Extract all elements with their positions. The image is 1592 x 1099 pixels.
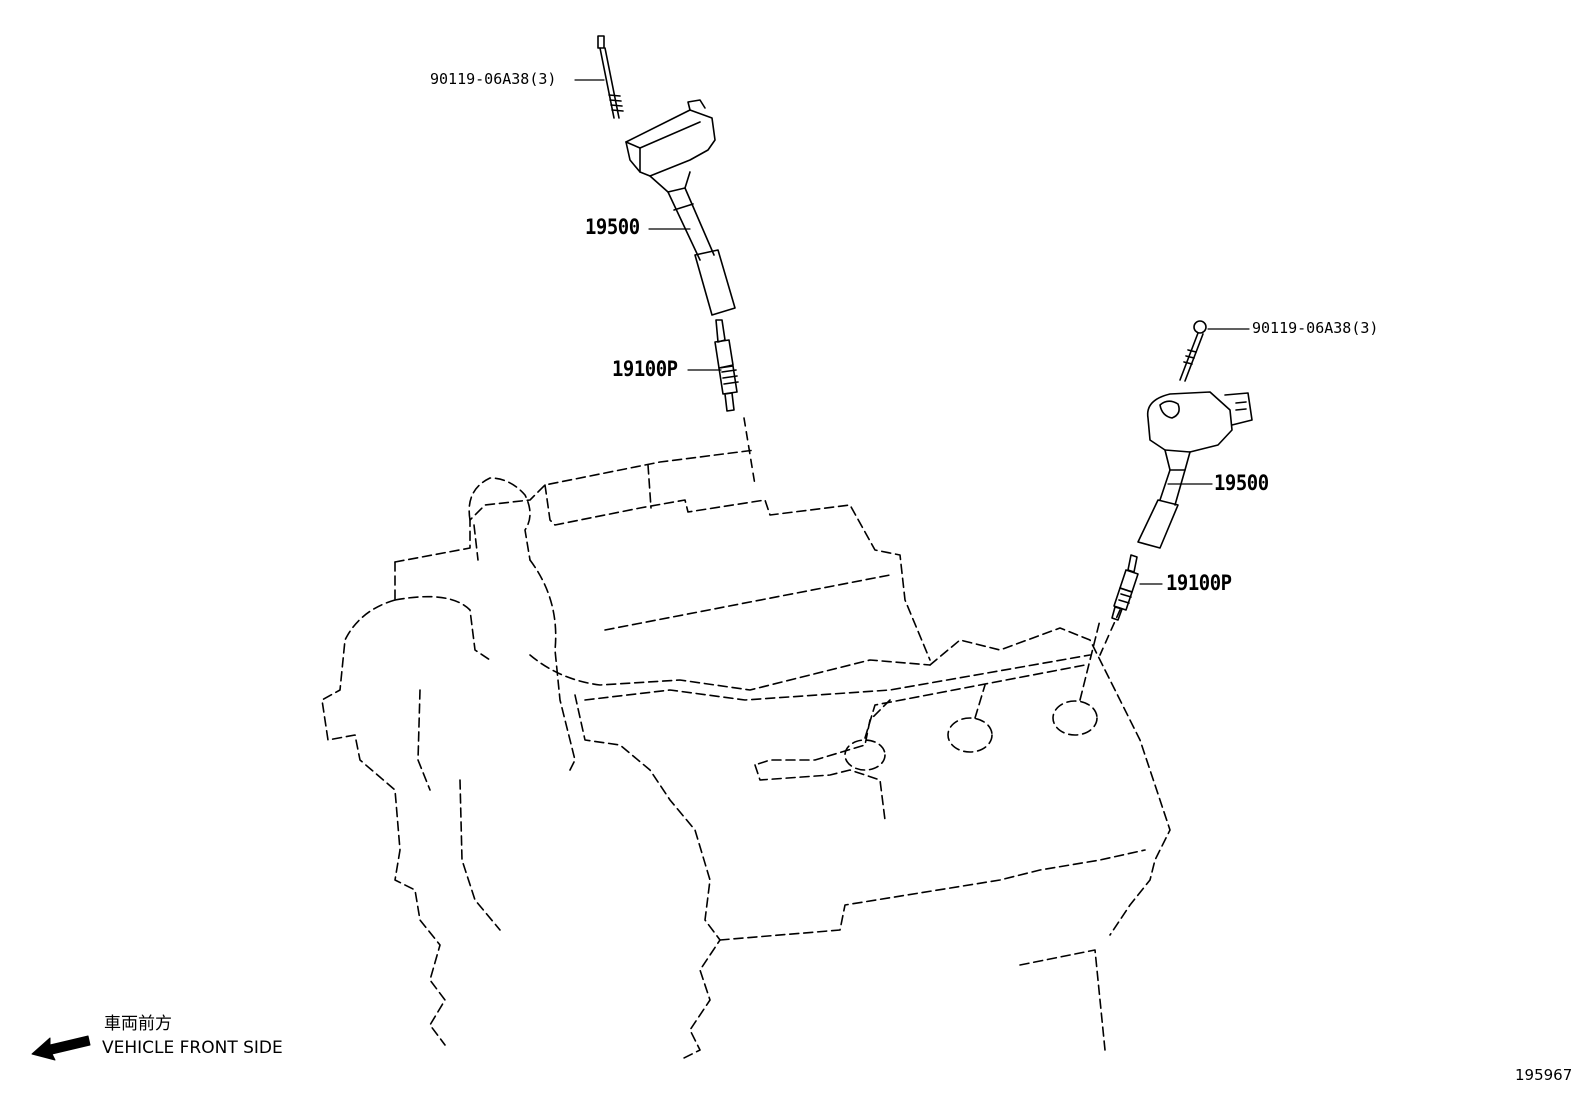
callout-coil-left: 19500 (585, 215, 640, 239)
spark-plug-left-icon (714, 319, 739, 412)
ignition-coil-right-icon (1137, 391, 1253, 549)
callout-coil-right: 19500 (1214, 471, 1269, 495)
spark-plug-right-icon (1111, 554, 1139, 621)
callout-bolt-right: 90119-06A38(3) (1252, 319, 1379, 337)
bolt-right-icon (1179, 320, 1207, 382)
engine-outline (321, 449, 1171, 1061)
vehicle-front-jp: 車両前方 (104, 1014, 172, 1034)
callout-plug-left: 19100P (612, 357, 678, 381)
leader-lines (574, 79, 1250, 585)
ignition-coil-left-icon (625, 99, 736, 316)
figure-id: 195967 (1515, 1066, 1573, 1084)
bolt-left-icon (597, 35, 624, 119)
install-lines (743, 417, 1121, 656)
vehicle-front-en: VEHICLE FRONT SIDE (102, 1038, 283, 1058)
callout-plug-right: 19100P (1166, 571, 1232, 595)
callout-bolt-left: 90119-06A38(3) (430, 70, 557, 88)
arrow-left-down-icon (31, 1035, 91, 1061)
